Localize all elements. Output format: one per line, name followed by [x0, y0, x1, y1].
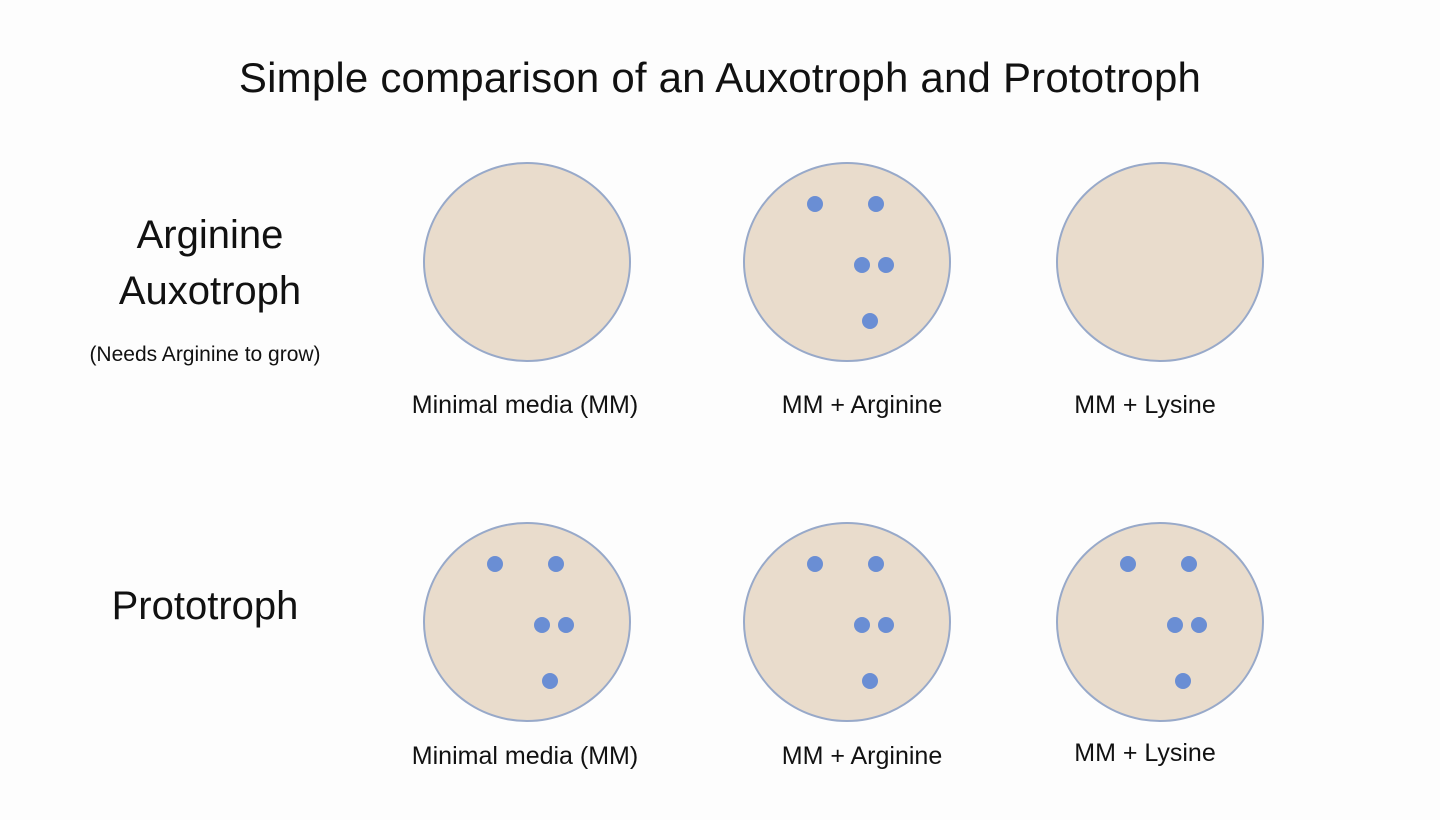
row-note-auxotroph: (Needs Arginine to grow) [89, 343, 321, 366]
row-label-line-1: Arginine [136, 213, 284, 257]
colony-dot [1120, 556, 1136, 572]
plate-label-auxotroph-mm-arginine: MM + Arginine [781, 391, 943, 419]
row-label-auxotroph: Arginine Auxotroph [70, 207, 350, 319]
plate-auxotroph-mm-arginine [743, 162, 951, 362]
plate-prototroph-mm-arginine [743, 522, 951, 722]
colony-dot [1167, 617, 1183, 633]
diagram-title: Simple comparison of an Auxotroph and Pr… [238, 54, 1202, 101]
colony-dot [868, 196, 884, 212]
colony-dot [534, 617, 550, 633]
plate-prototroph-mm [423, 522, 631, 722]
plate-label-auxotroph-mm-lysine: MM + Lysine [1074, 391, 1216, 419]
row-label-prototroph: Prototroph [111, 584, 299, 628]
plate-auxotroph-mm-lysine [1056, 162, 1264, 362]
colony-dot [878, 617, 894, 633]
colony-dot [487, 556, 503, 572]
colony-dot [548, 556, 564, 572]
colony-dot [854, 617, 870, 633]
plate-auxotroph-mm [423, 162, 631, 362]
colony-dot [1175, 673, 1191, 689]
colony-dot [854, 257, 870, 273]
colony-dot [542, 673, 558, 689]
colony-dot [1191, 617, 1207, 633]
plate-label-prototroph-mm: Minimal media (MM) [411, 742, 639, 770]
colony-dot [862, 673, 878, 689]
plate-prototroph-mm-lysine [1056, 522, 1264, 722]
plate-label-prototroph-mm-arginine: MM + Arginine [781, 742, 943, 770]
plate-label-auxotroph-mm: Minimal media (MM) [411, 391, 639, 419]
colony-dot [807, 196, 823, 212]
row-label-line-2: Auxotroph [118, 269, 302, 313]
plate-label-prototroph-mm-lysine: MM + Lysine [1074, 739, 1216, 767]
colony-dot [558, 617, 574, 633]
colony-dot [878, 257, 894, 273]
colony-dot [862, 313, 878, 329]
colony-dot [868, 556, 884, 572]
colony-dot [807, 556, 823, 572]
colony-dot [1181, 556, 1197, 572]
